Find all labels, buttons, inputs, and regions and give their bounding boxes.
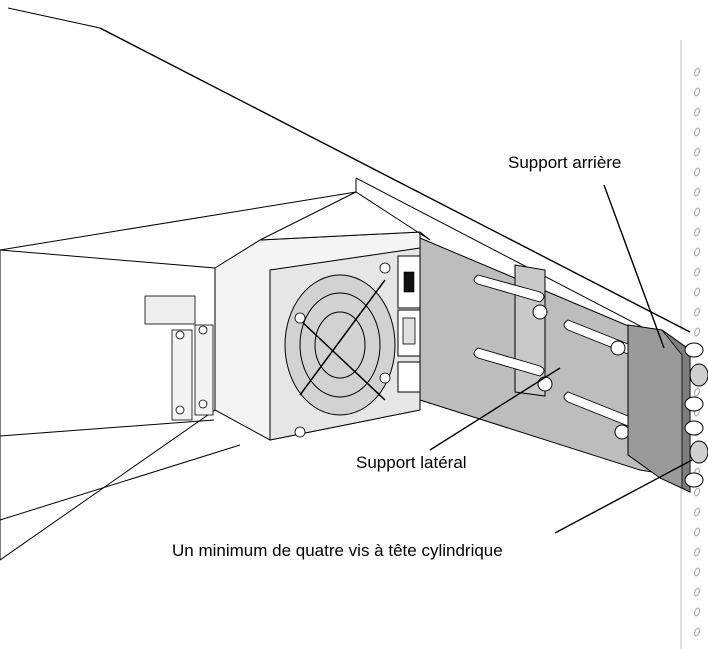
rail-hole <box>693 167 701 177</box>
rail-hole <box>693 387 701 397</box>
callout-rear-bracket: Support arrière <box>508 153 622 172</box>
rail-hole <box>693 87 701 97</box>
rail-hole <box>693 207 701 217</box>
rail-hole <box>693 227 701 237</box>
rail-hole <box>693 147 701 157</box>
rail-hole <box>693 67 701 77</box>
rail-hole <box>693 487 701 497</box>
rail-hole <box>693 267 701 277</box>
rail-hole <box>693 607 701 617</box>
callout-side-bracket: Support latéral <box>356 453 467 472</box>
rail-hole <box>693 107 701 117</box>
chassis <box>0 7 691 561</box>
rail-hole <box>693 507 701 517</box>
rail-hole <box>693 287 701 297</box>
rail-hole <box>693 567 701 577</box>
rail-hole <box>693 547 701 557</box>
rail-hole <box>693 307 701 317</box>
leader-rear-bracket <box>603 184 665 349</box>
leader-screws <box>554 459 693 534</box>
callout-screws: Un minimum de quatre vis à tête cylindri… <box>172 541 503 560</box>
rail-hole <box>693 587 701 597</box>
rail-hole <box>693 627 701 637</box>
rail-hole <box>693 327 701 337</box>
rear-bracket <box>627 324 708 493</box>
rail-hole <box>693 247 701 257</box>
leader-side-bracket <box>429 367 561 451</box>
leader-lines <box>429 184 693 534</box>
rail-hole <box>693 127 701 137</box>
rail-hole <box>693 187 701 197</box>
rail-hole <box>693 527 701 537</box>
power-supply <box>214 191 431 441</box>
